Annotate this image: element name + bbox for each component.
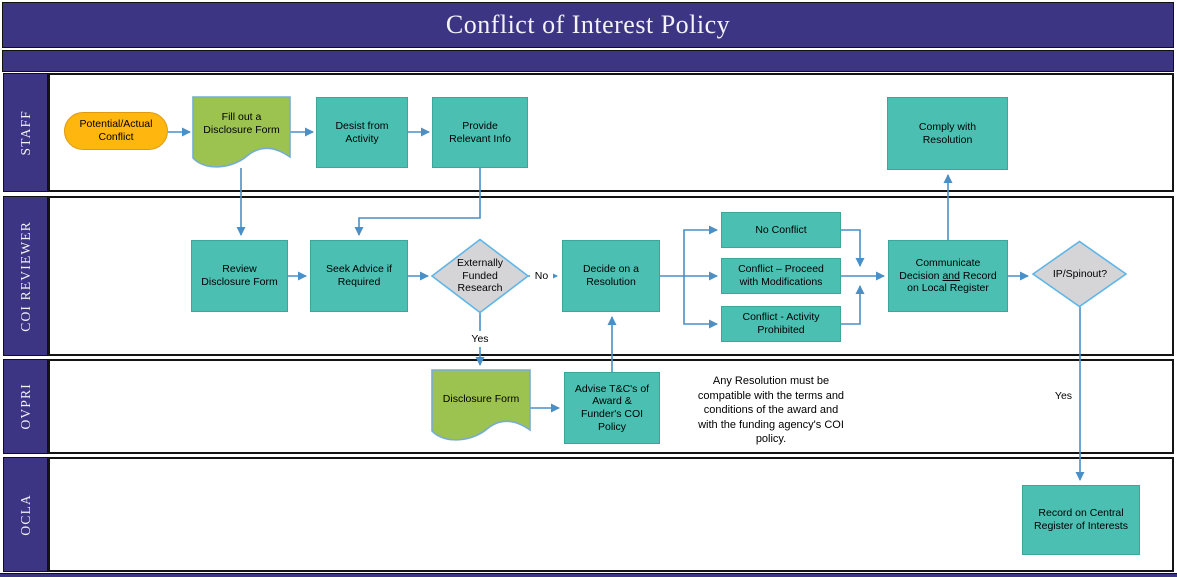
node-disclosure-form-label: Disclosure Form xyxy=(442,392,520,405)
node-desist-from-activity: Desist from Activity xyxy=(316,97,408,168)
node-decide-on-a-resolution: Decide on a Resolution xyxy=(562,240,660,312)
node-comply-with-resolution: Comply with Resolution xyxy=(887,97,1008,170)
node-seek-advice-if-required: Seek Advice if Required xyxy=(310,240,408,312)
edge-label-no: No xyxy=(530,268,553,283)
node-fill-out-disclosure-form-label: Fill out a Disclosure Form xyxy=(203,111,280,136)
lane-label-ovpri: OVPRI xyxy=(3,359,48,454)
node-potential-actual-conflict: Potential/Actual Conflict xyxy=(64,112,168,150)
node-provide-relevant-info: Provide Relevant Info xyxy=(432,97,528,168)
node-conflict-activity-prohibited: Conflict - Activity Prohibited xyxy=(721,306,841,342)
node-review-disclosure-form: Review Disclosure Form xyxy=(191,240,288,312)
node-no-conflict: No Conflict xyxy=(721,212,841,248)
node-conflict-proceed-with-modifications: Conflict – Proceed with Modifications xyxy=(721,258,841,294)
edge-label-yes-ip-spinout: Yes xyxy=(1049,388,1078,404)
edge-label-yes-externally-funded: Yes xyxy=(464,331,496,347)
node-externally-funded-research-label: Externally Funded Research xyxy=(456,257,504,295)
lane-ocla xyxy=(48,457,1174,572)
footer-band xyxy=(0,573,1177,577)
header-band xyxy=(2,50,1174,72)
page-title: Conflict of Interest Policy xyxy=(445,10,731,39)
node-ip-spinout-label: IP/Spinout? xyxy=(1052,267,1108,280)
lane-label-ocla: OCLA xyxy=(3,457,48,572)
node-advise-tcs-of-award: Advise T&C's of Award & Funder's COI Pol… xyxy=(564,372,660,444)
title-bar: Conflict of Interest Policy xyxy=(2,2,1174,48)
node-communicate-decision-record-local-register: Communicate Decision and Record on Local… xyxy=(888,240,1008,312)
annotation-resolution-note: Any Resolution must be compatible with t… xyxy=(697,375,845,446)
node-record-on-central-register: Record on Central Register of Interests xyxy=(1022,485,1140,555)
lane-label-coi-reviewer: COI REVIEWER xyxy=(3,196,48,356)
lane-label-staff: STAFF xyxy=(3,73,48,192)
